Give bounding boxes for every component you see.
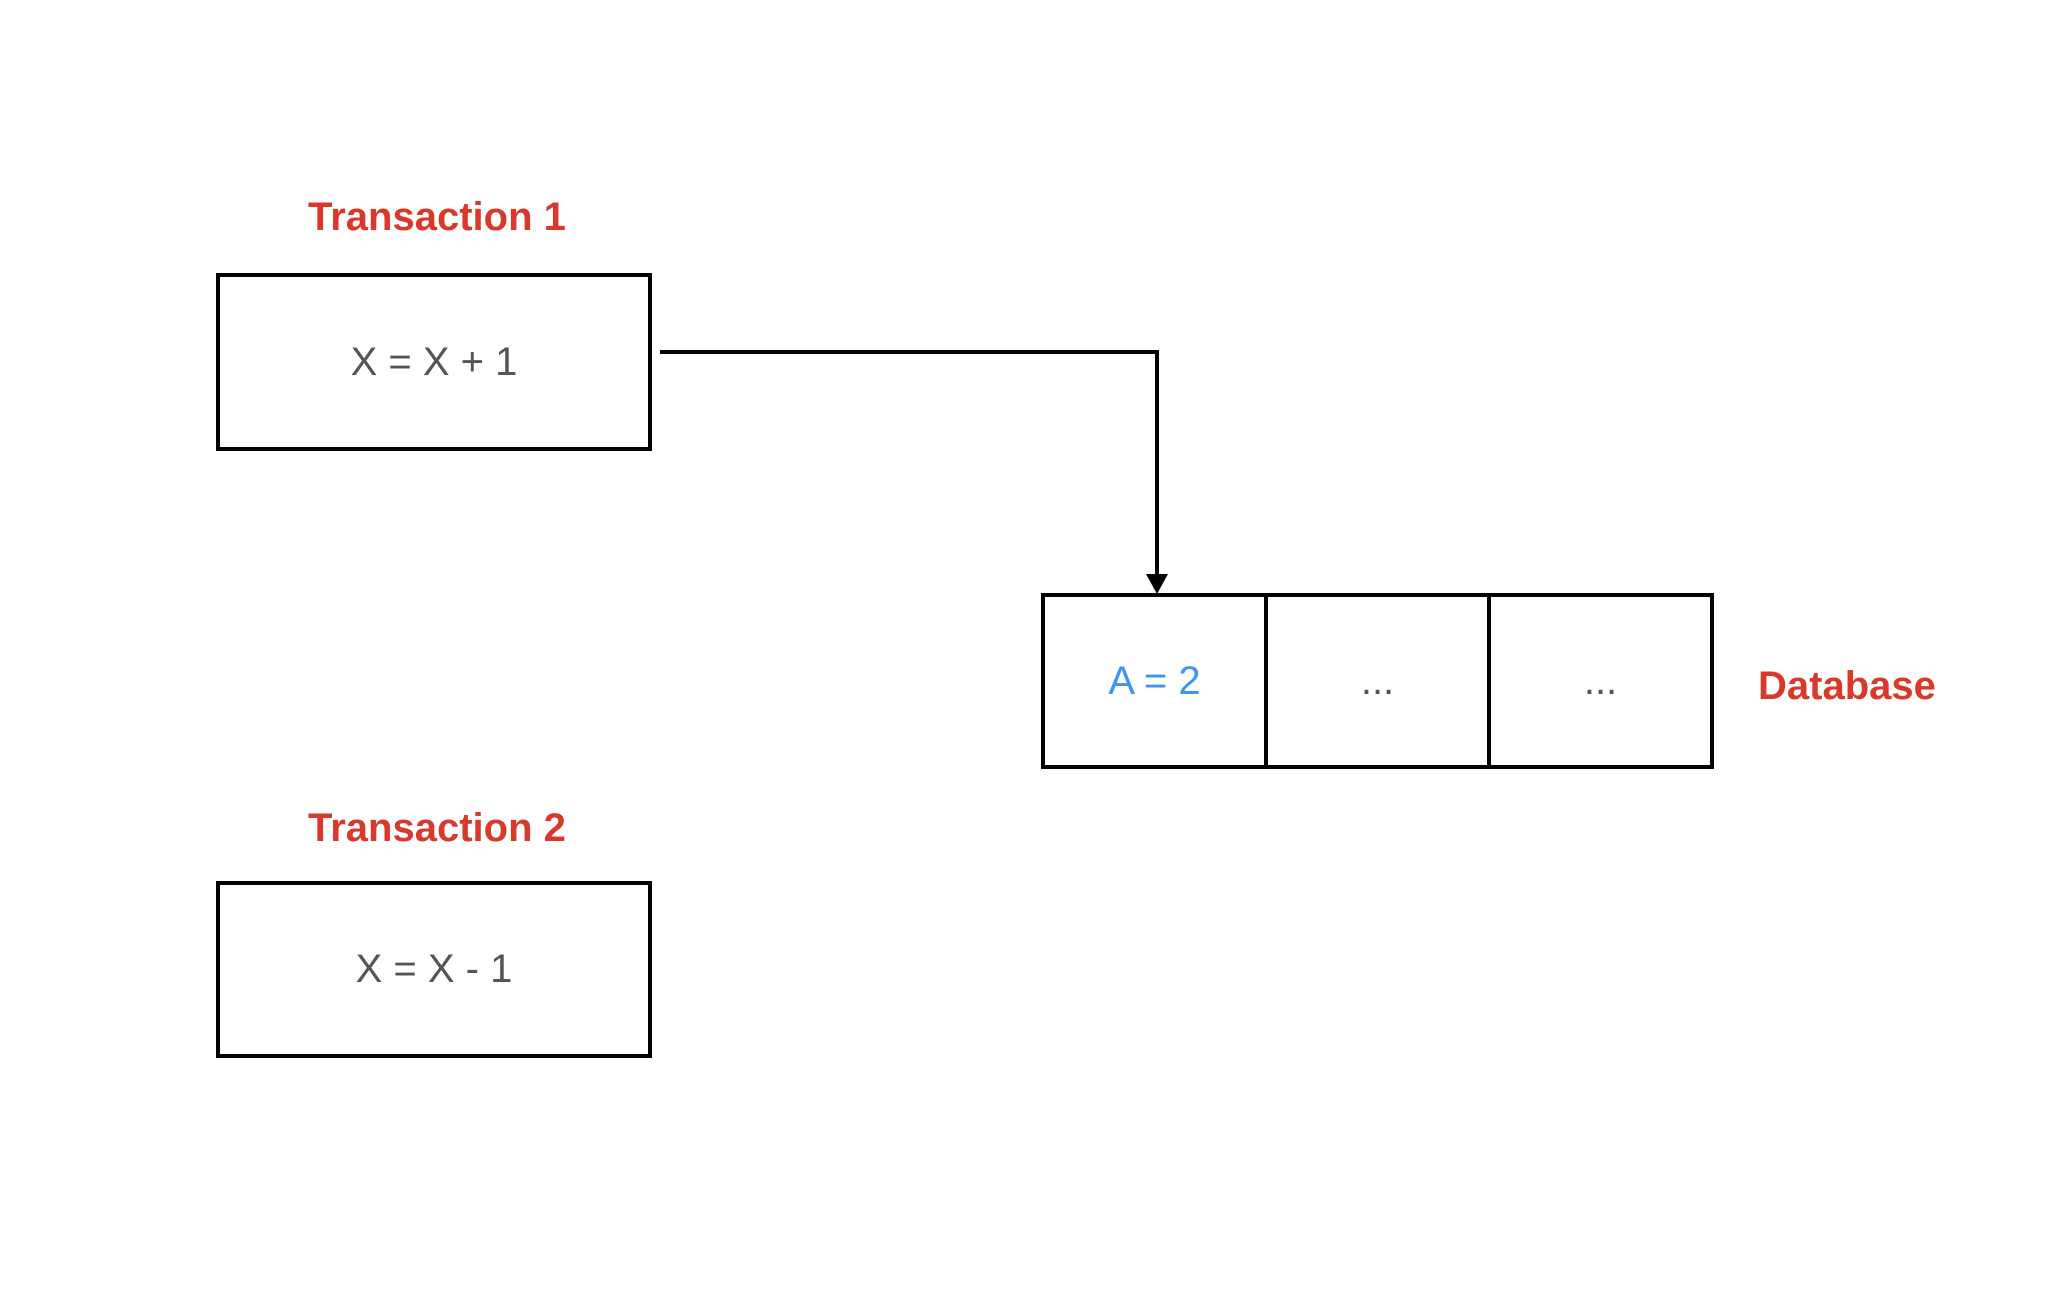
database-table: A = 2 ... ... [1041, 593, 1714, 769]
transaction-1-title: Transaction 1 [308, 195, 566, 239]
transaction-2-box: X = X - 1 [216, 881, 652, 1058]
arrow-head [1146, 574, 1168, 594]
database-cell-3: ... [1487, 597, 1710, 765]
database-title: Database [1758, 664, 1936, 708]
database-cell-2: ... [1264, 597, 1487, 765]
database-cell-1: A = 2 [1108, 658, 1201, 703]
transaction-1-box: X = X + 1 [216, 273, 652, 451]
transaction-1-operation: X = X + 1 [350, 339, 518, 384]
transaction-2-title: Transaction 2 [308, 806, 566, 850]
arrow-path [660, 350, 1159, 574]
transaction-2-operation: X = X - 1 [355, 947, 513, 991]
